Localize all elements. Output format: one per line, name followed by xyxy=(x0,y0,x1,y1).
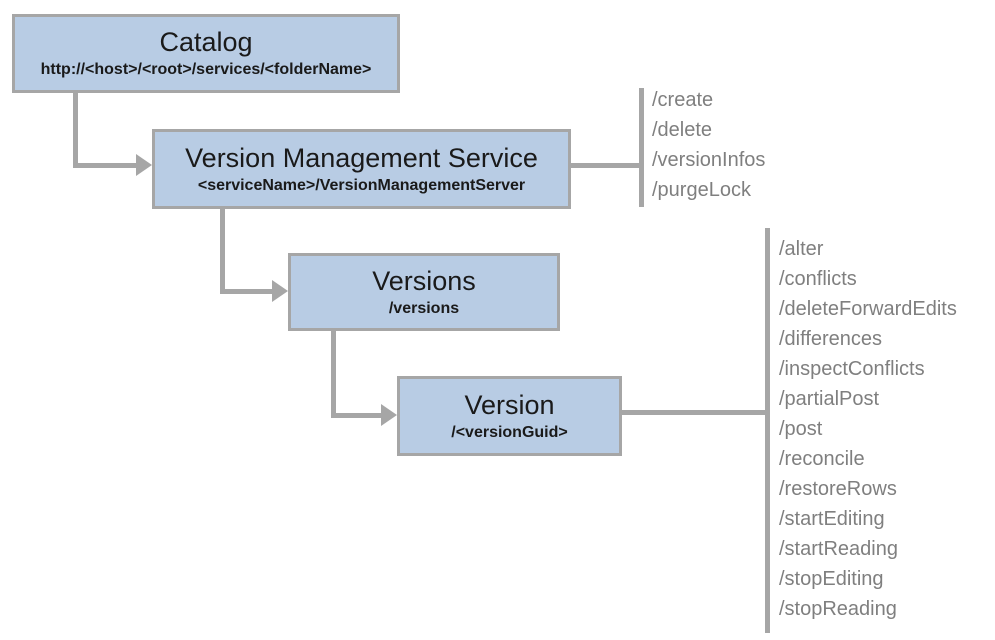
node-version-management-service-url-template: <serviceName>/VersionManagementServer xyxy=(197,176,526,194)
endpoint-label: /create xyxy=(652,89,714,111)
endpoint-label: /differences xyxy=(779,328,883,350)
endpoint-label: /startEditing xyxy=(779,508,885,530)
endpoint-label: /post xyxy=(779,418,823,440)
endpoint-label: /restoreRows xyxy=(779,478,897,500)
node-versions: Versions /versions xyxy=(288,253,560,331)
node-catalog: Catalog http://<host>/<root>/services/<f… xyxy=(12,14,400,93)
node-version-title: Version xyxy=(464,389,555,420)
endpoint-label: /delete xyxy=(652,119,713,141)
node-version-management-service-title: Version Management Service xyxy=(185,142,538,173)
connector-version-to-endpoints xyxy=(621,410,770,415)
connector-vms-to-endpoints xyxy=(570,163,644,168)
connector-versions-to-version-horizontal xyxy=(331,413,382,418)
node-versions-title: Versions xyxy=(372,265,476,296)
node-version-management-service: Version Management Service <serviceName>… xyxy=(152,129,571,209)
connector-versions-to-version-vertical xyxy=(331,329,336,418)
endpoint-list-version: /alter/conflicts/deleteForwardEdits/diff… xyxy=(779,234,957,624)
connector-catalog-to-vms-vertical xyxy=(73,92,78,168)
endpoint-label: /partialPost xyxy=(779,388,880,410)
endpoint-label: /reconcile xyxy=(779,448,865,470)
endpoint-label: /alter xyxy=(779,238,824,260)
endpoint-bracket-vms xyxy=(639,88,644,207)
endpoint-label: /versionInfos xyxy=(652,149,766,171)
endpoint-label: /purgeLock xyxy=(652,179,751,201)
endpoint-list-vms: /create/delete/versionInfos/purgeLock xyxy=(652,85,765,205)
node-catalog-url-template: http://<host>/<root>/services/<folderNam… xyxy=(40,61,372,79)
endpoint-label: /startReading xyxy=(779,538,898,560)
endpoint-label: /conflicts xyxy=(779,268,857,290)
node-catalog-title: Catalog xyxy=(159,27,253,58)
endpoint-label: /inspectConflicts xyxy=(779,358,925,380)
node-version: Version /<versionGuid> xyxy=(397,376,622,456)
node-versions-url-template: /versions xyxy=(388,299,460,317)
endpoint-label: /stopReading xyxy=(779,598,897,620)
endpoint-label: /deleteForwardEdits xyxy=(779,298,957,320)
arrow-right-icon xyxy=(136,154,152,176)
connector-catalog-to-vms-horizontal xyxy=(73,163,137,168)
arrow-right-icon xyxy=(381,404,397,426)
arrow-right-icon xyxy=(272,280,288,302)
node-version-url-template: /<versionGuid> xyxy=(451,423,568,441)
endpoint-bracket-version xyxy=(765,228,770,633)
endpoint-label: /stopEditing xyxy=(779,568,884,590)
connector-vms-to-versions-horizontal xyxy=(220,289,273,294)
connector-vms-to-versions-vertical xyxy=(220,207,225,294)
